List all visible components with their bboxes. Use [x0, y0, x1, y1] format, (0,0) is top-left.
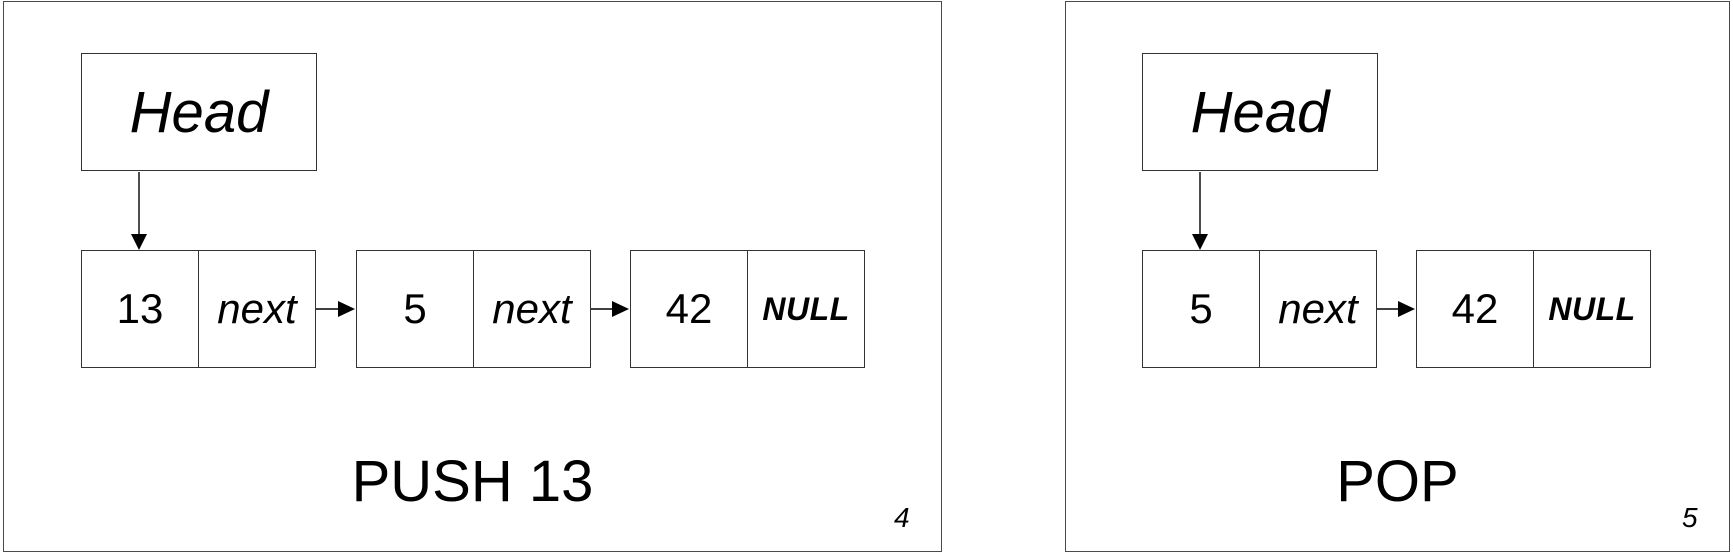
head-box: Head [1142, 53, 1378, 171]
node-3-pointer: NULL [747, 250, 865, 368]
node-2-pointer: next [473, 250, 591, 368]
node-2-value: 5 [356, 250, 474, 368]
slide-number: 5 [1682, 502, 1698, 533]
slide-number: 4 [894, 502, 910, 533]
node-2-pointer: NULL [1533, 250, 1651, 368]
node-3-value: 42 [630, 250, 748, 368]
node-1-value: 5 [1142, 250, 1260, 368]
head-box: Head [81, 53, 317, 171]
node-2-value: 42 [1416, 250, 1534, 368]
node-1-pointer: next [1259, 250, 1377, 368]
slide-caption: PUSH 13 [351, 449, 594, 514]
slide-pop: Head 5 next 42 NULL POP 5 [1065, 1, 1730, 552]
slide-push: Head 13 next 5 next 42 NULL PUSH 13 4 [3, 1, 942, 552]
node-1-value: 13 [81, 250, 199, 368]
slide-caption: POP [1336, 449, 1459, 514]
node-1-pointer: next [198, 250, 316, 368]
